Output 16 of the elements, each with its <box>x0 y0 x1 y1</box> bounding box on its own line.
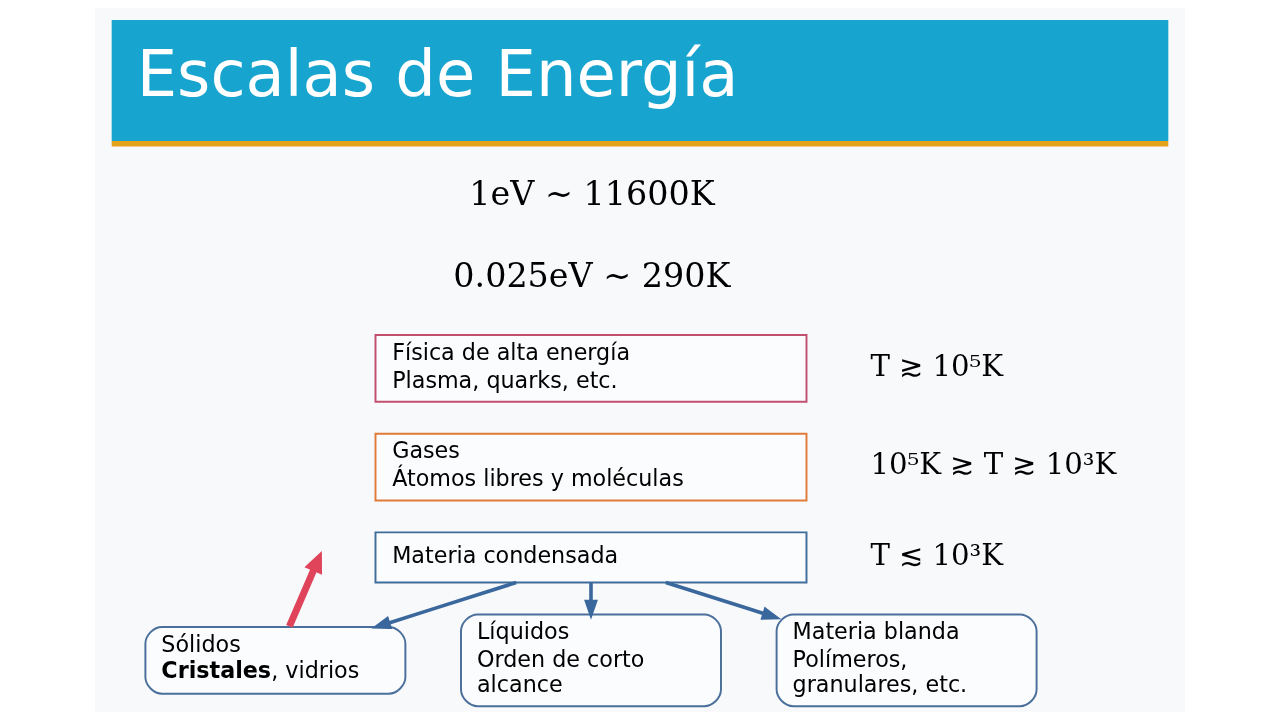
arrow <box>371 580 517 630</box>
node-label: T ≳ 10⁵K <box>870 348 1004 383</box>
node-box: Materia blanda Polímeros, granulares, etc. <box>775 613 1038 708</box>
diagram-title: Escalas de Energía <box>136 37 739 112</box>
node-box: Física de alta energía Plasma, quarks, etc. <box>374 334 808 403</box>
arrow <box>286 550 323 628</box>
arrow <box>665 580 782 620</box>
node-box: Líquidos Orden de corto alcance <box>460 613 722 708</box>
label: 0.025eV ∼ 290K <box>453 255 731 295</box>
node-box: Gases Átomos libres y moléculas <box>374 432 808 502</box>
arrow <box>584 582 598 620</box>
node-box: Materia condensada <box>374 531 808 584</box>
node-box: Sólidos Cristales, vidrios <box>144 625 407 695</box>
node-label: 10⁵K ≳ T ≳ 10³K <box>870 447 1117 482</box>
label: 1eV ∼ 11600K <box>469 173 715 213</box>
node-label: T ≲ 10³K <box>870 537 1004 572</box>
